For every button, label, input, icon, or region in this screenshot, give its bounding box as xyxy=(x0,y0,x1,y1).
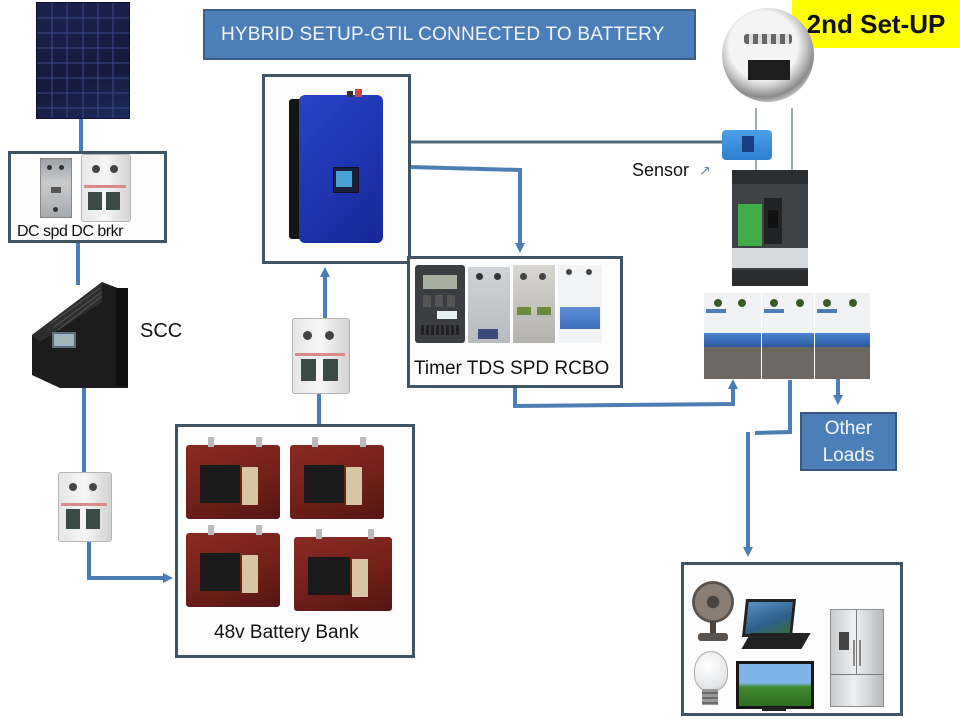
surge-protector-icon xyxy=(40,158,72,218)
wire-inverter-to-ac-protection xyxy=(409,165,525,253)
diagram-title: HYBRID SETUP-GTIL CONNECTED TO BATTERY xyxy=(203,9,696,60)
other-loads-line1: Other xyxy=(824,418,873,439)
ac-protection-box: Timer TDS SPD RCBO xyxy=(407,256,623,388)
fan-icon xyxy=(690,581,736,643)
grid-tie-inverter-icon xyxy=(289,89,389,247)
charge-controller-icon xyxy=(30,280,132,388)
other-loads-box: Other Loads xyxy=(800,412,897,471)
title-text: HYBRID SETUP-GTIL CONNECTED TO BATTERY xyxy=(221,23,665,45)
battery-4 xyxy=(294,529,392,611)
battery-1 xyxy=(186,437,280,519)
scc-label: SCC xyxy=(140,320,183,342)
charge-controller-graphic xyxy=(32,282,128,388)
battery-2 xyxy=(290,437,384,519)
energy-meter-icon xyxy=(722,8,814,102)
battery-bank-box: 48v Battery Bank xyxy=(175,424,415,658)
mcb-2 xyxy=(762,293,814,379)
battery-3 xyxy=(186,525,280,607)
battery-breaker-icon xyxy=(58,472,112,542)
inverter-box xyxy=(262,74,411,264)
solar-panel-icon xyxy=(36,2,130,119)
light-bulb-icon xyxy=(692,651,728,713)
spd-icon xyxy=(513,265,555,343)
solar-cell-grid xyxy=(37,3,129,118)
mcb-3 xyxy=(815,293,870,379)
mcb-1 xyxy=(704,293,761,379)
sensor-label: Sensor xyxy=(632,160,690,180)
mccb-icon xyxy=(732,170,808,286)
other-loads-line2: Loads xyxy=(822,445,875,466)
dc-protection-box: DC spd DC brkr xyxy=(8,151,167,243)
dc-breaker-icon xyxy=(81,154,131,222)
laptop-icon xyxy=(738,599,811,655)
ac-protection-label: Timer TDS SPD RCBO xyxy=(414,358,610,379)
inverter-breaker-icon xyxy=(292,318,350,394)
current-sensor-icon xyxy=(722,130,772,160)
wire-breakers-to-appliances xyxy=(754,380,792,435)
dc-protection-label: DC spd DC brkr xyxy=(17,223,123,240)
arrow-icon: ↗ xyxy=(699,162,711,178)
badge-text: 2nd Set-UP xyxy=(806,8,946,39)
setup-badge: 2nd Set-UP xyxy=(792,0,960,48)
tds-icon xyxy=(468,267,510,343)
battery-bank-label: 48v Battery Bank xyxy=(214,622,359,643)
appliances-box xyxy=(681,562,903,716)
timer-icon xyxy=(415,265,465,343)
wire-breaker-to-battery xyxy=(87,540,173,583)
refrigerator-icon xyxy=(830,609,884,707)
rcbo-icon xyxy=(558,265,602,343)
tv-icon xyxy=(736,661,814,713)
